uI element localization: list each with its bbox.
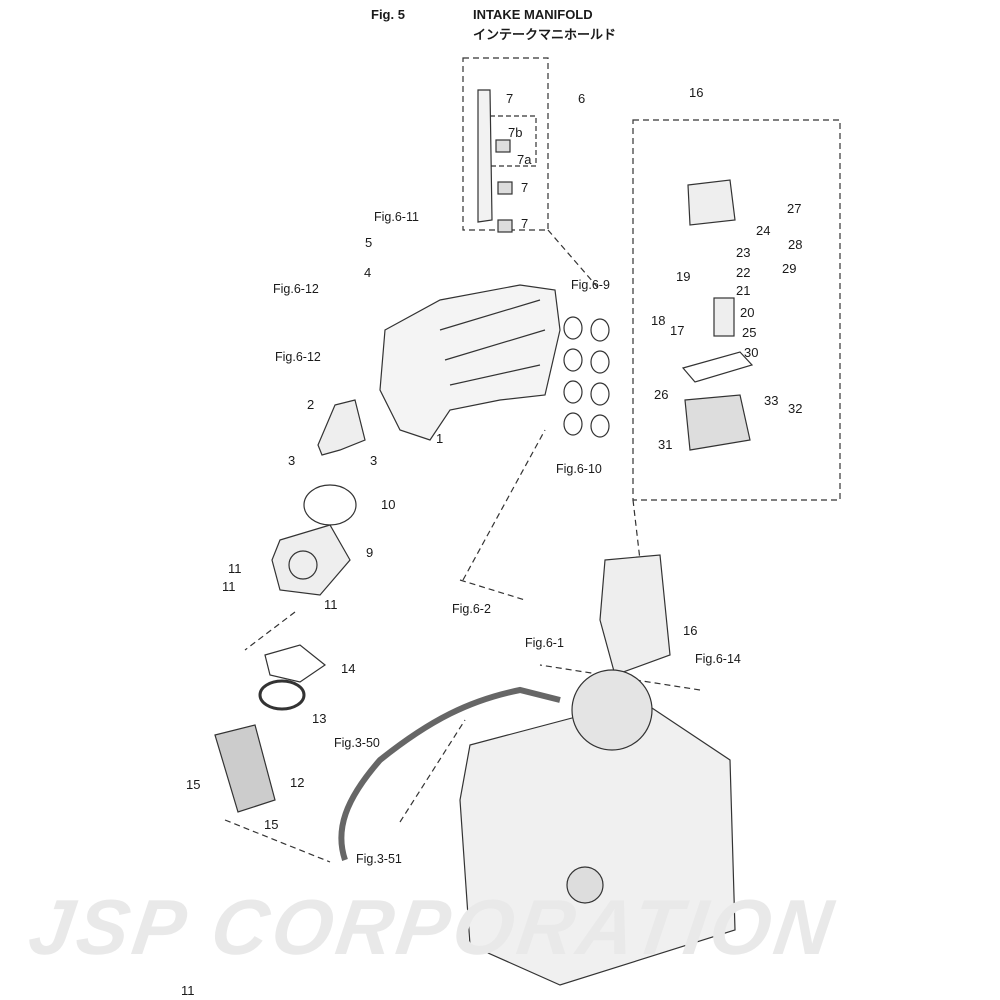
intake-silencer: [214, 724, 276, 813]
manifold-gaskets: [563, 316, 610, 438]
callout-7: 7: [506, 91, 514, 106]
reference-fig-3-50[interactable]: Fig.3-50: [334, 736, 380, 750]
callout-26: 26: [654, 387, 669, 402]
separator-cover: [687, 179, 736, 226]
callout-16: 16: [689, 85, 704, 100]
reference-fig-6-14[interactable]: Fig.6-14: [695, 652, 741, 666]
callout-7a: 7a: [517, 152, 532, 167]
reference-fig-6-11[interactable]: Fig.6-11: [374, 210, 419, 224]
injectors: [495, 139, 513, 233]
fuel-rail-group-box: [462, 57, 549, 231]
intake-rubber: [258, 679, 306, 711]
callout-30: 30: [744, 345, 759, 360]
page-title-japanese: インテークマニホールド: [473, 27, 617, 42]
callout-16: 16: [683, 623, 698, 638]
throttle-body: [271, 524, 351, 596]
adapter-plate: [264, 644, 327, 683]
callout-7b: 7b: [508, 125, 523, 140]
callout-18: 18: [651, 313, 666, 328]
fuel-pump: [713, 297, 735, 337]
callout-7: 7: [521, 216, 529, 231]
figure-number: Fig. 5: [371, 7, 405, 22]
vapor-separator-assembly: [599, 554, 671, 676]
callout-29: 29: [782, 261, 797, 276]
vapor-separator-group-box: [632, 119, 841, 501]
timing-pulley: [571, 669, 653, 751]
callout-14: 14: [341, 661, 356, 676]
callout-3: 3: [288, 453, 296, 468]
callout-31: 31: [658, 437, 673, 452]
callout-11: 11: [222, 579, 236, 594]
callout-3: 3: [370, 453, 378, 468]
page-number: 11: [181, 983, 195, 998]
reference-fig-6-12[interactable]: Fig.6-12: [275, 350, 321, 364]
reference-fig-6-9[interactable]: Fig.6-9: [571, 278, 610, 292]
callout-2: 2: [307, 397, 315, 412]
intake-manifold: [379, 284, 561, 441]
isc-valve: [317, 399, 366, 456]
reference-fig-6-10[interactable]: Fig.6-10: [556, 462, 602, 476]
float-chamber: [684, 394, 751, 451]
reference-fig-3-51[interactable]: Fig.3-51: [356, 852, 402, 866]
callout-22: 22: [736, 265, 751, 280]
callout-19: 19: [676, 269, 691, 284]
callout-25: 25: [742, 325, 757, 340]
callout-17: 17: [670, 323, 685, 338]
fuel-rail: [477, 89, 493, 223]
callout-23: 23: [736, 245, 751, 260]
callout-9: 9: [366, 545, 374, 560]
callout-7: 7: [521, 180, 529, 195]
callout-11: 11: [324, 597, 338, 612]
callout-32: 32: [788, 401, 803, 416]
watermark: JSP CORPORATION: [23, 883, 842, 971]
throttle-gasket: [303, 484, 357, 526]
callout-33: 33: [764, 393, 779, 408]
callout-10: 10: [381, 497, 396, 512]
callout-27: 27: [787, 201, 802, 216]
callout-28: 28: [788, 237, 803, 252]
callout-12: 12: [290, 775, 305, 790]
callout-6: 6: [578, 91, 586, 106]
gasket-30: [681, 351, 754, 383]
hose: [338, 686, 561, 861]
callout-11: 11: [228, 561, 242, 576]
callout-5: 5: [365, 235, 373, 250]
page-title: INTAKE MANIFOLD: [473, 7, 593, 22]
callout-21: 21: [736, 283, 751, 298]
callout-20: 20: [740, 305, 755, 320]
callout-24: 24: [756, 223, 771, 238]
callout-15: 15: [186, 777, 201, 792]
callout-13: 13: [312, 711, 327, 726]
reference-fig-6-1[interactable]: Fig.6-1: [525, 636, 564, 650]
callout-1: 1: [436, 431, 444, 446]
reference-fig-6-2[interactable]: Fig.6-2: [452, 602, 491, 616]
reference-fig-6-12[interactable]: Fig.6-12: [273, 282, 319, 296]
callout-4: 4: [364, 265, 372, 280]
engine-block: [459, 699, 736, 986]
callout-15: 15: [264, 817, 279, 832]
